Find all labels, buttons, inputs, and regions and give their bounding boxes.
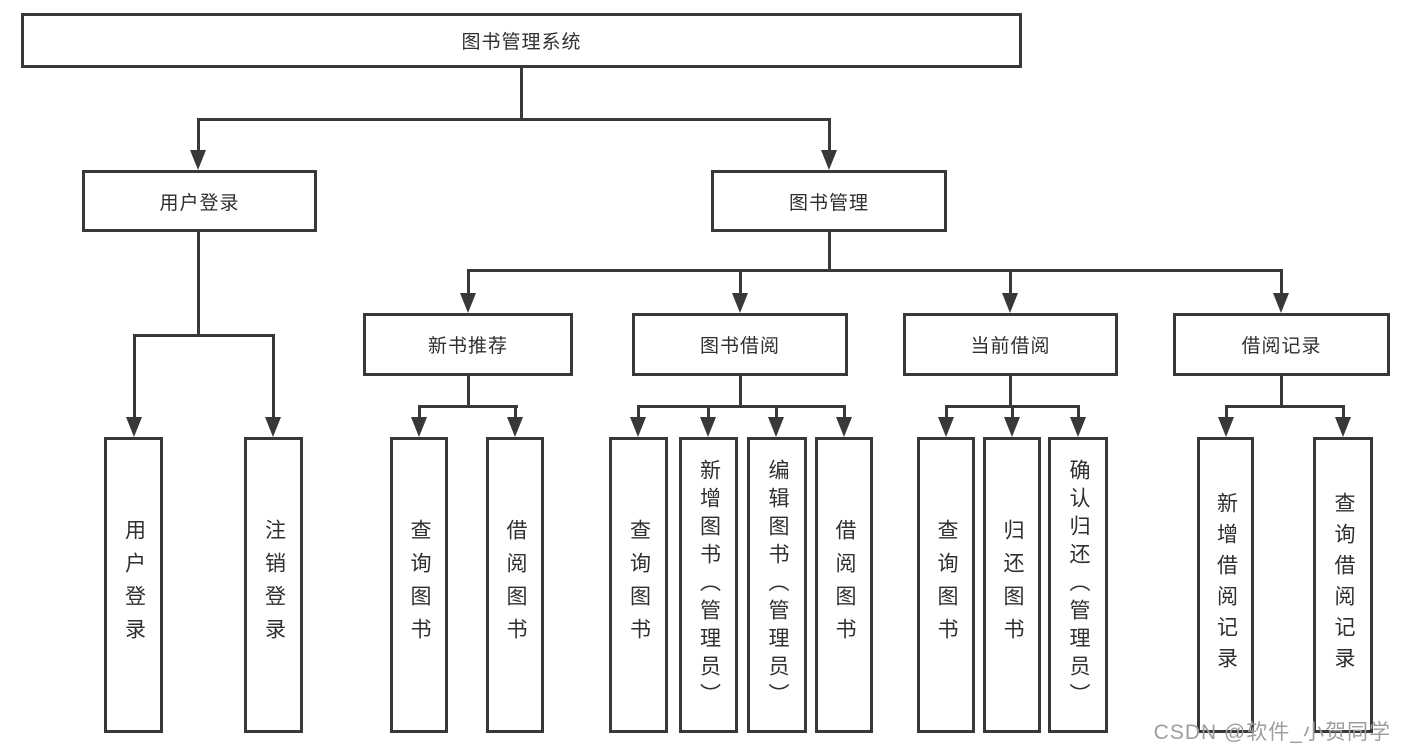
connector-new-book-drop [467, 269, 470, 295]
connector-root-stem [520, 66, 523, 119]
connector-book-management-drop [828, 118, 831, 153]
connector-level1-rail [197, 118, 831, 121]
connector-login-drop [133, 334, 136, 418]
arrowhead-cb-return-books [1004, 417, 1020, 437]
leaf-logout: 注销登录 [244, 437, 303, 733]
connector-level3-rail [467, 269, 1283, 272]
connector-borrow-records-rail [1225, 405, 1344, 408]
arrowhead-nb-borrow-books [507, 417, 523, 437]
connector-borrow-records-stem [1280, 374, 1283, 407]
connector-borrow-records-drop [1280, 269, 1283, 295]
leaf-cb-confirm-return-admin: 确认归还（管理员） [1048, 437, 1108, 733]
connector-br-leaf1-drop [1225, 405, 1228, 419]
leaf-user-login: 用户登录 [104, 437, 163, 733]
arrowhead-cb-confirm-return [1070, 417, 1086, 437]
connector-book-borrow-stem [739, 374, 742, 407]
node-book-management: 图书管理 [711, 170, 947, 232]
connector-new-book-rail [418, 405, 518, 408]
arrowhead-bb-borrow-books [836, 417, 852, 437]
node-user-login: 用户登录 [82, 170, 317, 232]
leaf-bb-query-books: 查询图书 [609, 437, 668, 733]
arrowhead-bb-query-books [630, 417, 646, 437]
connector-br-leaf2-drop [1342, 405, 1345, 419]
watermark: CSDN @软件_小贺同学 [1153, 721, 1391, 744]
node-book-borrowing: 图书借阅 [632, 313, 848, 376]
connector-user-login-drop [197, 118, 200, 153]
connector-bb-leaf1-drop [637, 405, 640, 419]
arrowhead-bb-add-books [700, 417, 716, 437]
connector-user-login-rail [133, 334, 275, 337]
connector-current-borrow-stem [1009, 374, 1012, 407]
connector-bb-leaf4-drop [843, 405, 846, 419]
leaf-bb-add-books-admin: 新增图书（管理员） [679, 437, 738, 733]
leaf-cb-query-books: 查询图书 [917, 437, 975, 733]
connector-user-login-stem [197, 230, 200, 336]
connector-book-management-stem [828, 230, 831, 271]
leaf-cb-return-books: 归还图书 [983, 437, 1041, 733]
leaf-nb-query-books: 查询图书 [390, 437, 448, 733]
connector-cb-leaf1-drop [945, 405, 948, 419]
leaf-bb-borrow-books: 借阅图书 [815, 437, 873, 733]
arrowhead-book-borrowing [732, 293, 748, 313]
leaf-br-add-record: 新增借阅记录 [1197, 437, 1254, 733]
node-borrowing-records: 借阅记录 [1173, 313, 1390, 376]
arrowhead-br-query-record [1335, 417, 1351, 437]
node-new-book-recommendation: 新书推荐 [363, 313, 573, 376]
connector-logout-drop [272, 334, 275, 418]
connector-bb-leaf2-drop [707, 405, 710, 419]
leaf-br-query-record: 查询借阅记录 [1313, 437, 1373, 733]
connector-book-borrow-drop [739, 269, 742, 295]
arrowhead-borrowing-records [1273, 293, 1289, 313]
connector-cb-leaf2-drop [1011, 405, 1014, 419]
arrowhead-bb-edit-books [768, 417, 784, 437]
leaf-bb-edit-books-admin: 编辑图书（管理员） [747, 437, 807, 733]
arrowhead-new-book-recommendation [460, 293, 476, 313]
connector-current-borrow-drop [1009, 269, 1012, 295]
connector-nb-leaf1-drop [418, 405, 421, 419]
node-current-borrowing: 当前借阅 [903, 313, 1118, 376]
arrowhead-br-add-record [1218, 417, 1234, 437]
leaf-nb-borrow-books: 借阅图书 [486, 437, 544, 733]
arrowhead-nb-query-books [411, 417, 427, 437]
arrowhead-cb-query-books [938, 417, 954, 437]
connector-bb-leaf3-drop [775, 405, 778, 419]
arrowhead-book-management [821, 150, 837, 170]
connector-nb-leaf2-drop [514, 405, 517, 419]
arrowhead-current-borrowing [1002, 293, 1018, 313]
arrowhead-logout [265, 417, 281, 437]
arrowhead-login [126, 417, 142, 437]
connector-new-book-stem [467, 374, 470, 407]
connector-cb-leaf3-drop [1077, 405, 1080, 419]
arrowhead-user-login [190, 150, 206, 170]
node-root: 图书管理系统 [21, 13, 1022, 68]
connector-book-borrow-rail [637, 405, 846, 408]
